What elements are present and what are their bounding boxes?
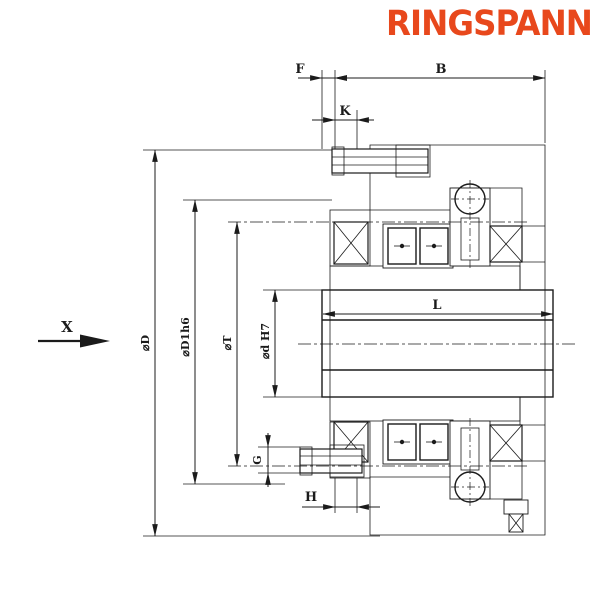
dimension-track-diameter: ⌀T <box>221 221 240 467</box>
dim-label-outer-diameter: ⌀D <box>139 334 152 351</box>
clamp-bolt-lower <box>449 418 491 506</box>
dim-label-track-diameter: ⌀T <box>221 335 234 351</box>
dim-label-X: X <box>61 318 73 336</box>
dimension-centering-diameter: ⌀D1h6 <box>179 199 332 485</box>
grease-plug <box>503 499 529 533</box>
cover-screw-assembly-upper <box>331 144 431 178</box>
dimension-K: K <box>312 104 374 149</box>
dimension-outer-diameter: ⌀D <box>139 149 380 537</box>
bearing-upper-right <box>489 225 523 263</box>
dim-label-centering-diameter: ⌀D1h6 <box>179 317 192 357</box>
bearing-lower-right <box>489 424 523 462</box>
ringspann-logo: RINGSPANN <box>386 4 592 44</box>
arrow-icon <box>80 334 110 348</box>
dim-label-H: H <box>305 490 317 505</box>
sprag-cage-lower <box>382 419 454 465</box>
dimension-G: G <box>251 433 300 487</box>
dimension-L: L <box>322 298 554 317</box>
logo: RINGSPANN <box>386 4 593 44</box>
sprag-cage-upper <box>382 223 454 269</box>
bearing-upper-left <box>333 221 369 265</box>
dim-label-K: K <box>339 104 351 119</box>
dim-label-G: G <box>251 455 264 464</box>
view-direction-arrow: X <box>38 318 110 348</box>
dim-label-B: B <box>436 62 447 77</box>
dim-label-L: L <box>432 298 441 313</box>
dim-label-bore-diameter: ⌀d H7 <box>259 323 272 359</box>
dimension-bore-diameter: ⌀d H7 <box>259 289 322 398</box>
centerlines <box>228 221 578 467</box>
cover-screw-assembly-lower <box>299 444 365 478</box>
dimension-B: B <box>334 62 546 143</box>
dim-label-F: F <box>295 62 305 77</box>
shaft-sleeve <box>321 289 554 398</box>
clamp-bolt-upper <box>449 180 491 268</box>
dimension-H: H <box>302 478 380 513</box>
